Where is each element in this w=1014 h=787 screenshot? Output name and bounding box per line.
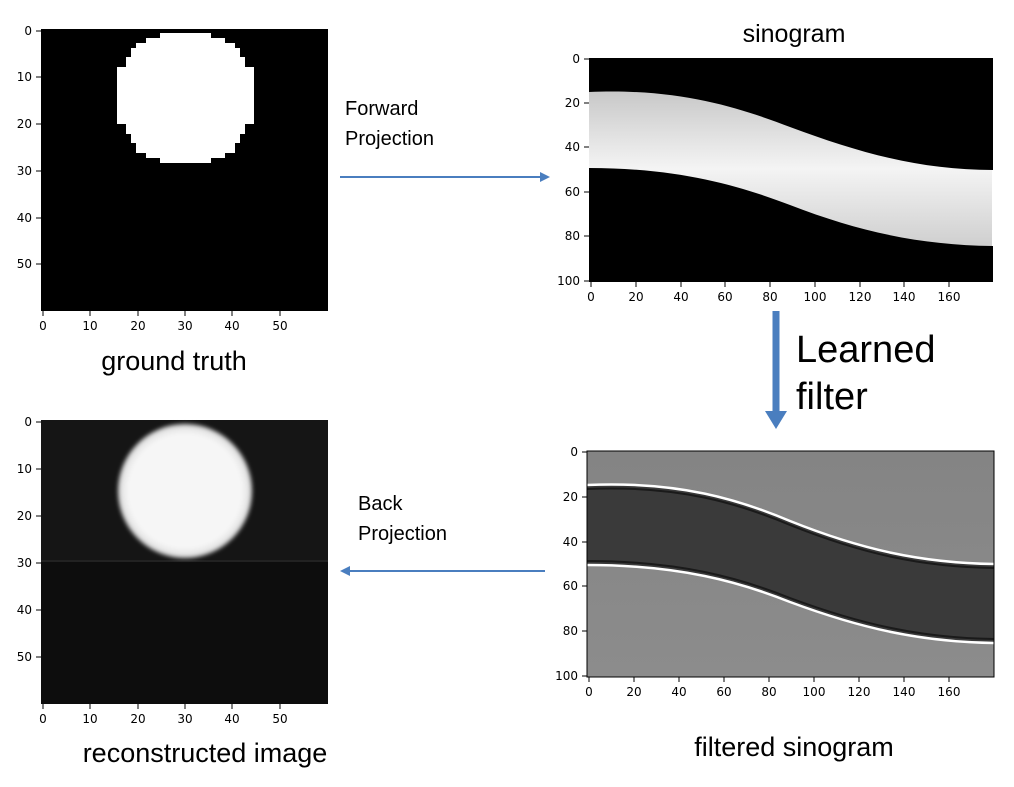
x-tick-label: 50 (272, 712, 287, 726)
y-tick-label: 60 (565, 185, 580, 199)
sinogram-x-ticks: 0 20 40 60 80 100 120 140 160 (587, 282, 960, 304)
y-tick-label: 0 (572, 52, 580, 66)
y-tick-label: 0 (570, 445, 578, 459)
sinogram-title: sinogram (743, 20, 846, 48)
ground-truth-panel: 0 10 20 30 40 50 0 10 20 30 40 50 ground… (17, 24, 328, 376)
y-tick-label: 80 (563, 624, 578, 638)
y-tick-label: 20 (565, 96, 580, 110)
x-tick-label: 140 (893, 685, 916, 699)
reconstructed-y-ticks: 0 10 20 30 40 50 (17, 415, 41, 664)
x-tick-label: 40 (673, 290, 688, 304)
y-tick-label: 20 (563, 490, 578, 504)
sinogram-band (589, 91, 993, 246)
back-projection-arrow-group: Back Projection (340, 493, 545, 576)
reconstructed-x-ticks: 0 10 20 30 40 50 (39, 704, 288, 726)
ground-truth-caption: ground truth (101, 346, 247, 376)
y-tick-label: 100 (555, 669, 578, 683)
y-tick-label: 50 (17, 257, 32, 271)
ground-truth-x-ticks: 0 10 20 30 40 50 (39, 311, 288, 333)
y-tick-label: 30 (17, 164, 32, 178)
forward-projection-arrow-group: Forward Projection (340, 98, 550, 182)
filtered-sinogram-caption: filtered sinogram (694, 732, 894, 762)
back-projection-label-line2: Projection (358, 523, 447, 545)
x-tick-label: 140 (893, 290, 916, 304)
forward-projection-label-line2: Projection (345, 128, 434, 150)
x-tick-label: 60 (717, 290, 732, 304)
y-tick-label: 60 (563, 579, 578, 593)
x-tick-label: 80 (762, 290, 777, 304)
forward-projection-label-line1: Forward (345, 98, 418, 120)
x-tick-label: 40 (224, 319, 239, 333)
filtered-sinogram-x-ticks: 0 20 40 60 80 100 120 140 160 (585, 677, 960, 699)
y-tick-label: 100 (557, 274, 580, 288)
x-tick-label: 20 (130, 712, 145, 726)
x-tick-label: 80 (761, 685, 776, 699)
learned-filter-label-line2: filter (796, 376, 868, 418)
y-tick-label: 40 (17, 603, 32, 617)
learned-filter-arrow-group: Learned filter (765, 311, 935, 429)
x-tick-label: 0 (39, 319, 47, 333)
y-tick-label: 10 (17, 462, 32, 476)
x-tick-label: 40 (224, 712, 239, 726)
filtered-band-bottom-shadow (586, 560, 995, 640)
y-tick-label: 40 (563, 535, 578, 549)
x-tick-label: 40 (671, 685, 686, 699)
x-tick-label: 20 (628, 290, 643, 304)
y-tick-label: 50 (17, 650, 32, 664)
filtered-band-bottom-edge (586, 563, 995, 645)
x-tick-label: 30 (177, 712, 192, 726)
reconstructed-caption: reconstructed image (83, 738, 328, 768)
x-tick-label: 0 (39, 712, 47, 726)
x-tick-label: 20 (626, 685, 641, 699)
filtered-sinogram-y-ticks: 0 20 40 60 80 100 (555, 445, 587, 683)
reconstructed-disk (118, 424, 252, 558)
reconstructed-panel: 0 10 20 30 40 50 0 10 20 30 40 50 recons… (17, 415, 328, 768)
y-tick-label: 0 (24, 415, 32, 429)
filtered-sinogram-band (587, 484, 994, 643)
ground-truth-y-ticks: 0 10 20 30 40 50 (17, 24, 41, 271)
filtered-band-top-shadow (586, 487, 995, 569)
y-tick-label: 0 (24, 24, 32, 38)
x-tick-label: 60 (716, 685, 731, 699)
x-tick-label: 20 (130, 319, 145, 333)
learned-filter-label-line1: Learned (796, 329, 935, 371)
sinogram-y-ticks: 0 20 40 60 80 100 (557, 52, 589, 288)
x-tick-label: 10 (82, 319, 97, 333)
y-tick-label: 20 (17, 509, 32, 523)
x-tick-label: 120 (848, 685, 871, 699)
back-projection-label-line1: Back (358, 493, 403, 515)
y-tick-label: 30 (17, 556, 32, 570)
x-tick-label: 0 (587, 290, 595, 304)
y-tick-label: 40 (17, 211, 32, 225)
y-tick-label: 80 (565, 229, 580, 243)
sinogram-panel: sinogram 0 20 40 60 80 100 (557, 20, 994, 304)
x-tick-label: 10 (82, 712, 97, 726)
filtered-sinogram-panel: 0 20 40 60 80 100 0 20 40 60 80 100 120 … (555, 445, 995, 762)
ground-truth-disk (117, 33, 254, 163)
x-tick-label: 0 (585, 685, 593, 699)
x-tick-label: 120 (849, 290, 872, 304)
x-tick-label: 160 (938, 685, 961, 699)
y-tick-label: 10 (17, 70, 32, 84)
x-tick-label: 100 (803, 685, 826, 699)
x-tick-label: 160 (938, 290, 961, 304)
filtered-band-top-edge (586, 483, 995, 566)
x-tick-label: 30 (177, 319, 192, 333)
y-tick-label: 20 (17, 117, 32, 131)
x-tick-label: 100 (804, 290, 827, 304)
y-tick-label: 40 (565, 140, 580, 154)
x-tick-label: 50 (272, 319, 287, 333)
